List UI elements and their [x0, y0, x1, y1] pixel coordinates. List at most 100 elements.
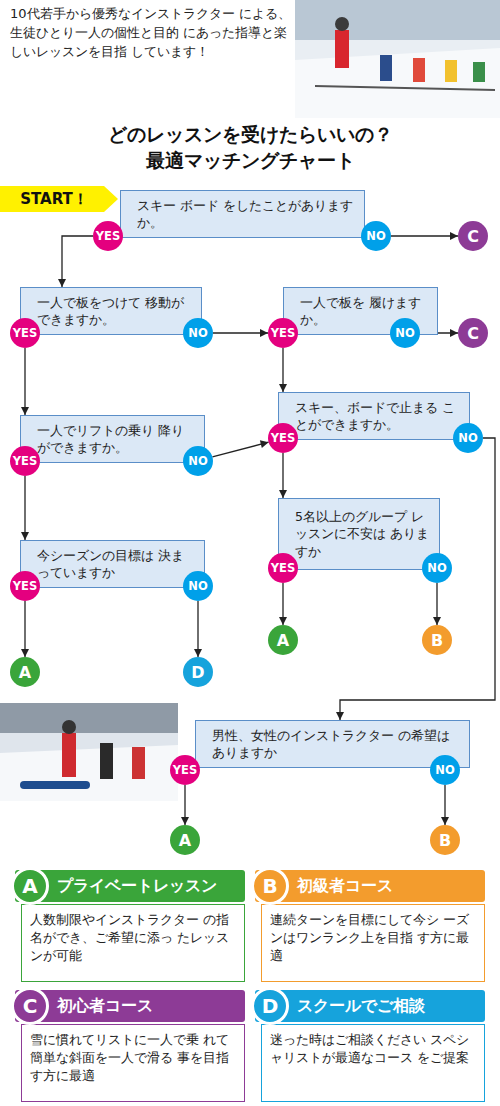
flow-arrow: [21, 601, 29, 657]
flow-arrow: [279, 348, 287, 392]
connector-line: [391, 235, 458, 236]
course-description: 人数制限やインストラクター の指名ができ、ご希望に添っ たレッスンが可能: [21, 904, 245, 982]
answer-text: NO: [422, 553, 452, 583]
connector-line: [197, 601, 198, 657]
photo-building: [0, 703, 178, 733]
flow-arrow: [336, 438, 495, 720]
circle-shape: [170, 755, 200, 785]
photo-head: [335, 17, 349, 31]
circle-shape: [361, 221, 391, 251]
course-letter-text: D: [251, 987, 289, 1025]
course-title: 初級者コース: [255, 870, 485, 902]
circle-shape: [183, 446, 213, 476]
result-letter: D: [183, 657, 213, 687]
start-label: START！: [0, 186, 108, 212]
no-circle: NO: [453, 423, 483, 453]
answer-text: YES: [268, 553, 298, 583]
circle-shape: [10, 446, 40, 476]
course-letter: A: [11, 867, 49, 905]
circle-shape: [453, 423, 483, 453]
arrow-head: [260, 329, 268, 337]
circle-shape: [268, 625, 298, 655]
course-description: 迷った時はご相談ください スペシャリストが最適なコース をご提案: [261, 1024, 485, 1102]
circle-shape: [268, 423, 298, 453]
result-circle: A: [268, 625, 298, 655]
answer-text: YES: [10, 571, 40, 601]
photo-person: [380, 55, 392, 81]
arrow-head: [450, 329, 458, 337]
circle-shape: [183, 571, 213, 601]
circle-shape: [183, 657, 213, 687]
photo-person: [62, 733, 76, 777]
result-circle: B: [430, 825, 460, 855]
arrow-head: [21, 532, 29, 540]
yes-circle: YES: [268, 553, 298, 583]
result-letter: B: [430, 825, 460, 855]
chart-title: どのレッスンを受けたらいいの？ 最適マッチングチャート: [101, 121, 399, 173]
result-circle: C: [458, 318, 488, 348]
arrow-head: [279, 384, 287, 392]
flow-arrow: [212, 440, 268, 456]
course-card: 初心者コース雪に慣れてリストに一人で乗 れて簡単な斜面を一人で滑る 事を目指す方…: [15, 990, 245, 1102]
course-letter: C: [11, 987, 49, 1025]
yes-circle: YES: [170, 755, 200, 785]
flow-arrow: [391, 232, 458, 240]
course-letter: D: [251, 987, 289, 1025]
yes-circle: YES: [93, 221, 123, 251]
question-text: 今シーズンの目標は 決まっていますか: [21, 541, 204, 587]
circle-shape: [458, 318, 488, 348]
flow-arrow: [21, 348, 29, 415]
result-letter: A: [10, 657, 40, 687]
arrow-head: [336, 712, 344, 720]
flow-arrow: [181, 785, 189, 825]
photo-bg: [295, 0, 500, 118]
course-letter-text: B: [251, 867, 289, 905]
question-text: 男性、女性のインストラクター の希望はありますか: [196, 721, 469, 767]
course-card: プライベートレッスン人数制限やインストラクター の指名ができ、ご希望に添っ たレ…: [15, 870, 245, 982]
circle-shape: [10, 657, 40, 687]
photo-person: [445, 60, 457, 82]
circle-shape: [268, 553, 298, 583]
no-circle: NO: [183, 318, 213, 348]
course-title: 初心者コース: [15, 990, 245, 1022]
photo: [295, 0, 500, 118]
answer-text: NO: [453, 423, 483, 453]
result-letter: A: [170, 825, 200, 855]
circle-shape: [430, 755, 460, 785]
flow-arrow: [194, 601, 202, 657]
result-circle: B: [422, 625, 452, 655]
result-circle: D: [183, 657, 213, 687]
course-card: 初級者コース連続ターンを目標にして今シ ーズンはワンランク上を目指 す方に最適B: [255, 870, 485, 982]
answer-text: NO: [390, 318, 420, 348]
connector-line: [340, 438, 495, 720]
flow-arrow: [279, 453, 287, 498]
course-letter-text: C: [11, 987, 49, 1025]
arrow-head: [21, 649, 29, 657]
flow-arrow: [441, 785, 449, 825]
arrow-head: [433, 617, 441, 625]
no-circle: NO: [390, 318, 420, 348]
no-circle: NO: [422, 553, 452, 583]
photo-ski: [315, 86, 495, 90]
photo-slope: [295, 48, 500, 118]
answer-text: NO: [183, 318, 213, 348]
arrow-head: [181, 817, 189, 825]
answer-text: YES: [170, 755, 200, 785]
answer-text: NO: [183, 571, 213, 601]
photo-person: [132, 747, 145, 779]
connector-line: [24, 601, 25, 657]
connector-line: [24, 348, 25, 415]
circle-shape: [458, 221, 488, 251]
answer-text: YES: [10, 446, 40, 476]
circle-shape: [422, 553, 452, 583]
flow-arrow: [433, 583, 441, 625]
circle-shape: [390, 318, 420, 348]
question-box: 5名以上のグループ レッスンに不安は ありますか: [278, 498, 440, 570]
yes-circle: YES: [268, 423, 298, 453]
answer-text: YES: [268, 318, 298, 348]
arrow-head: [194, 649, 202, 657]
circle-shape: [93, 221, 123, 251]
result-circle: A: [170, 825, 200, 855]
question-box: 今シーズンの目標は 決まっていますか: [20, 540, 205, 588]
